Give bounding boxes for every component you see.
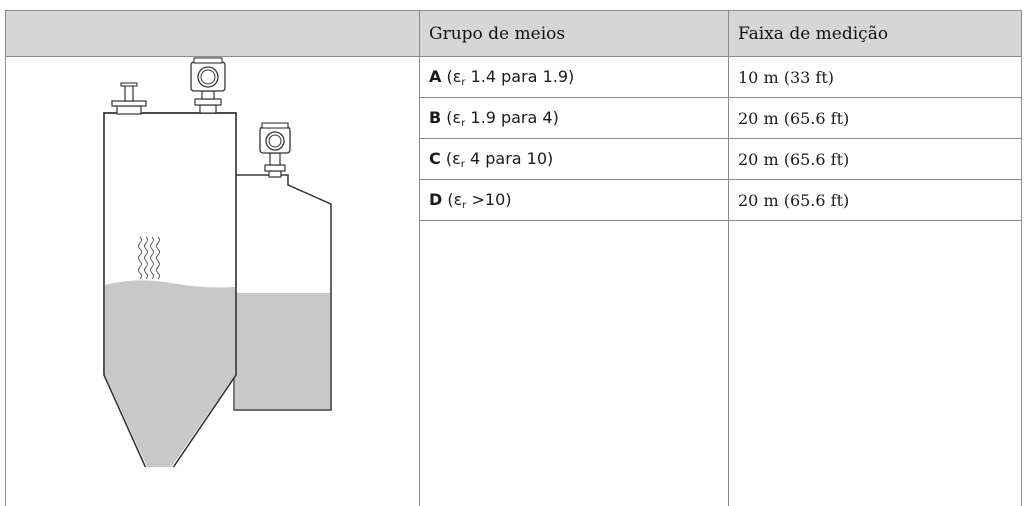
media-group-cell: D (εr >10) (419, 179, 729, 221)
measuring-range-table-wrapper: Grupo de meios Faixa de medição (5, 10, 1022, 506)
group-letter: B (429, 107, 442, 127)
media-group-cell: B (εr 1.9 para 4) (419, 97, 729, 139)
empty-cell (419, 220, 729, 506)
group-letter: A (429, 66, 442, 86)
header-empty (5, 10, 420, 57)
measuring-range-table: Grupo de meios Faixa de medição (5, 10, 1022, 506)
header-media-group: Grupo de meios (419, 10, 729, 57)
empty-cell (728, 220, 1022, 506)
epsilon-label: (εr >10) (447, 189, 512, 211)
group-letter: C (429, 148, 441, 168)
epsilon-label: (εr 1.4 para 1.9) (446, 66, 575, 88)
header-measuring-range: Faixa de medição (728, 10, 1022, 57)
illustration-cell (5, 56, 420, 506)
table-row: D (εr >10) 20 m (65.6 ft) (6, 179, 1022, 221)
measuring-range-cell: 10 m (33 ft) (728, 56, 1022, 98)
tank-with-radar-sensors-icon (103, 57, 332, 467)
measuring-range-cell: 20 m (65.6 ft) (728, 138, 1022, 180)
group-letter: D (429, 189, 443, 209)
table-row: A (εr 1.4 para 1.9) 10 m (33 ft) (5, 56, 1022, 506)
media-group-cell: C (εr 4 para 10) (419, 138, 729, 180)
epsilon-label: (εr 4 para 10) (445, 148, 554, 170)
measuring-range-cell: 20 m (65.6 ft) (728, 179, 1022, 221)
epsilon-label: (εr 1.9 para 4) (446, 107, 559, 129)
media-group-cell: A (εr 1.4 para 1.9) (419, 56, 729, 98)
header-row: Grupo de meios Faixa de medição (5, 10, 1022, 57)
measuring-range-cell: 20 m (65.6 ft) (728, 97, 1022, 139)
